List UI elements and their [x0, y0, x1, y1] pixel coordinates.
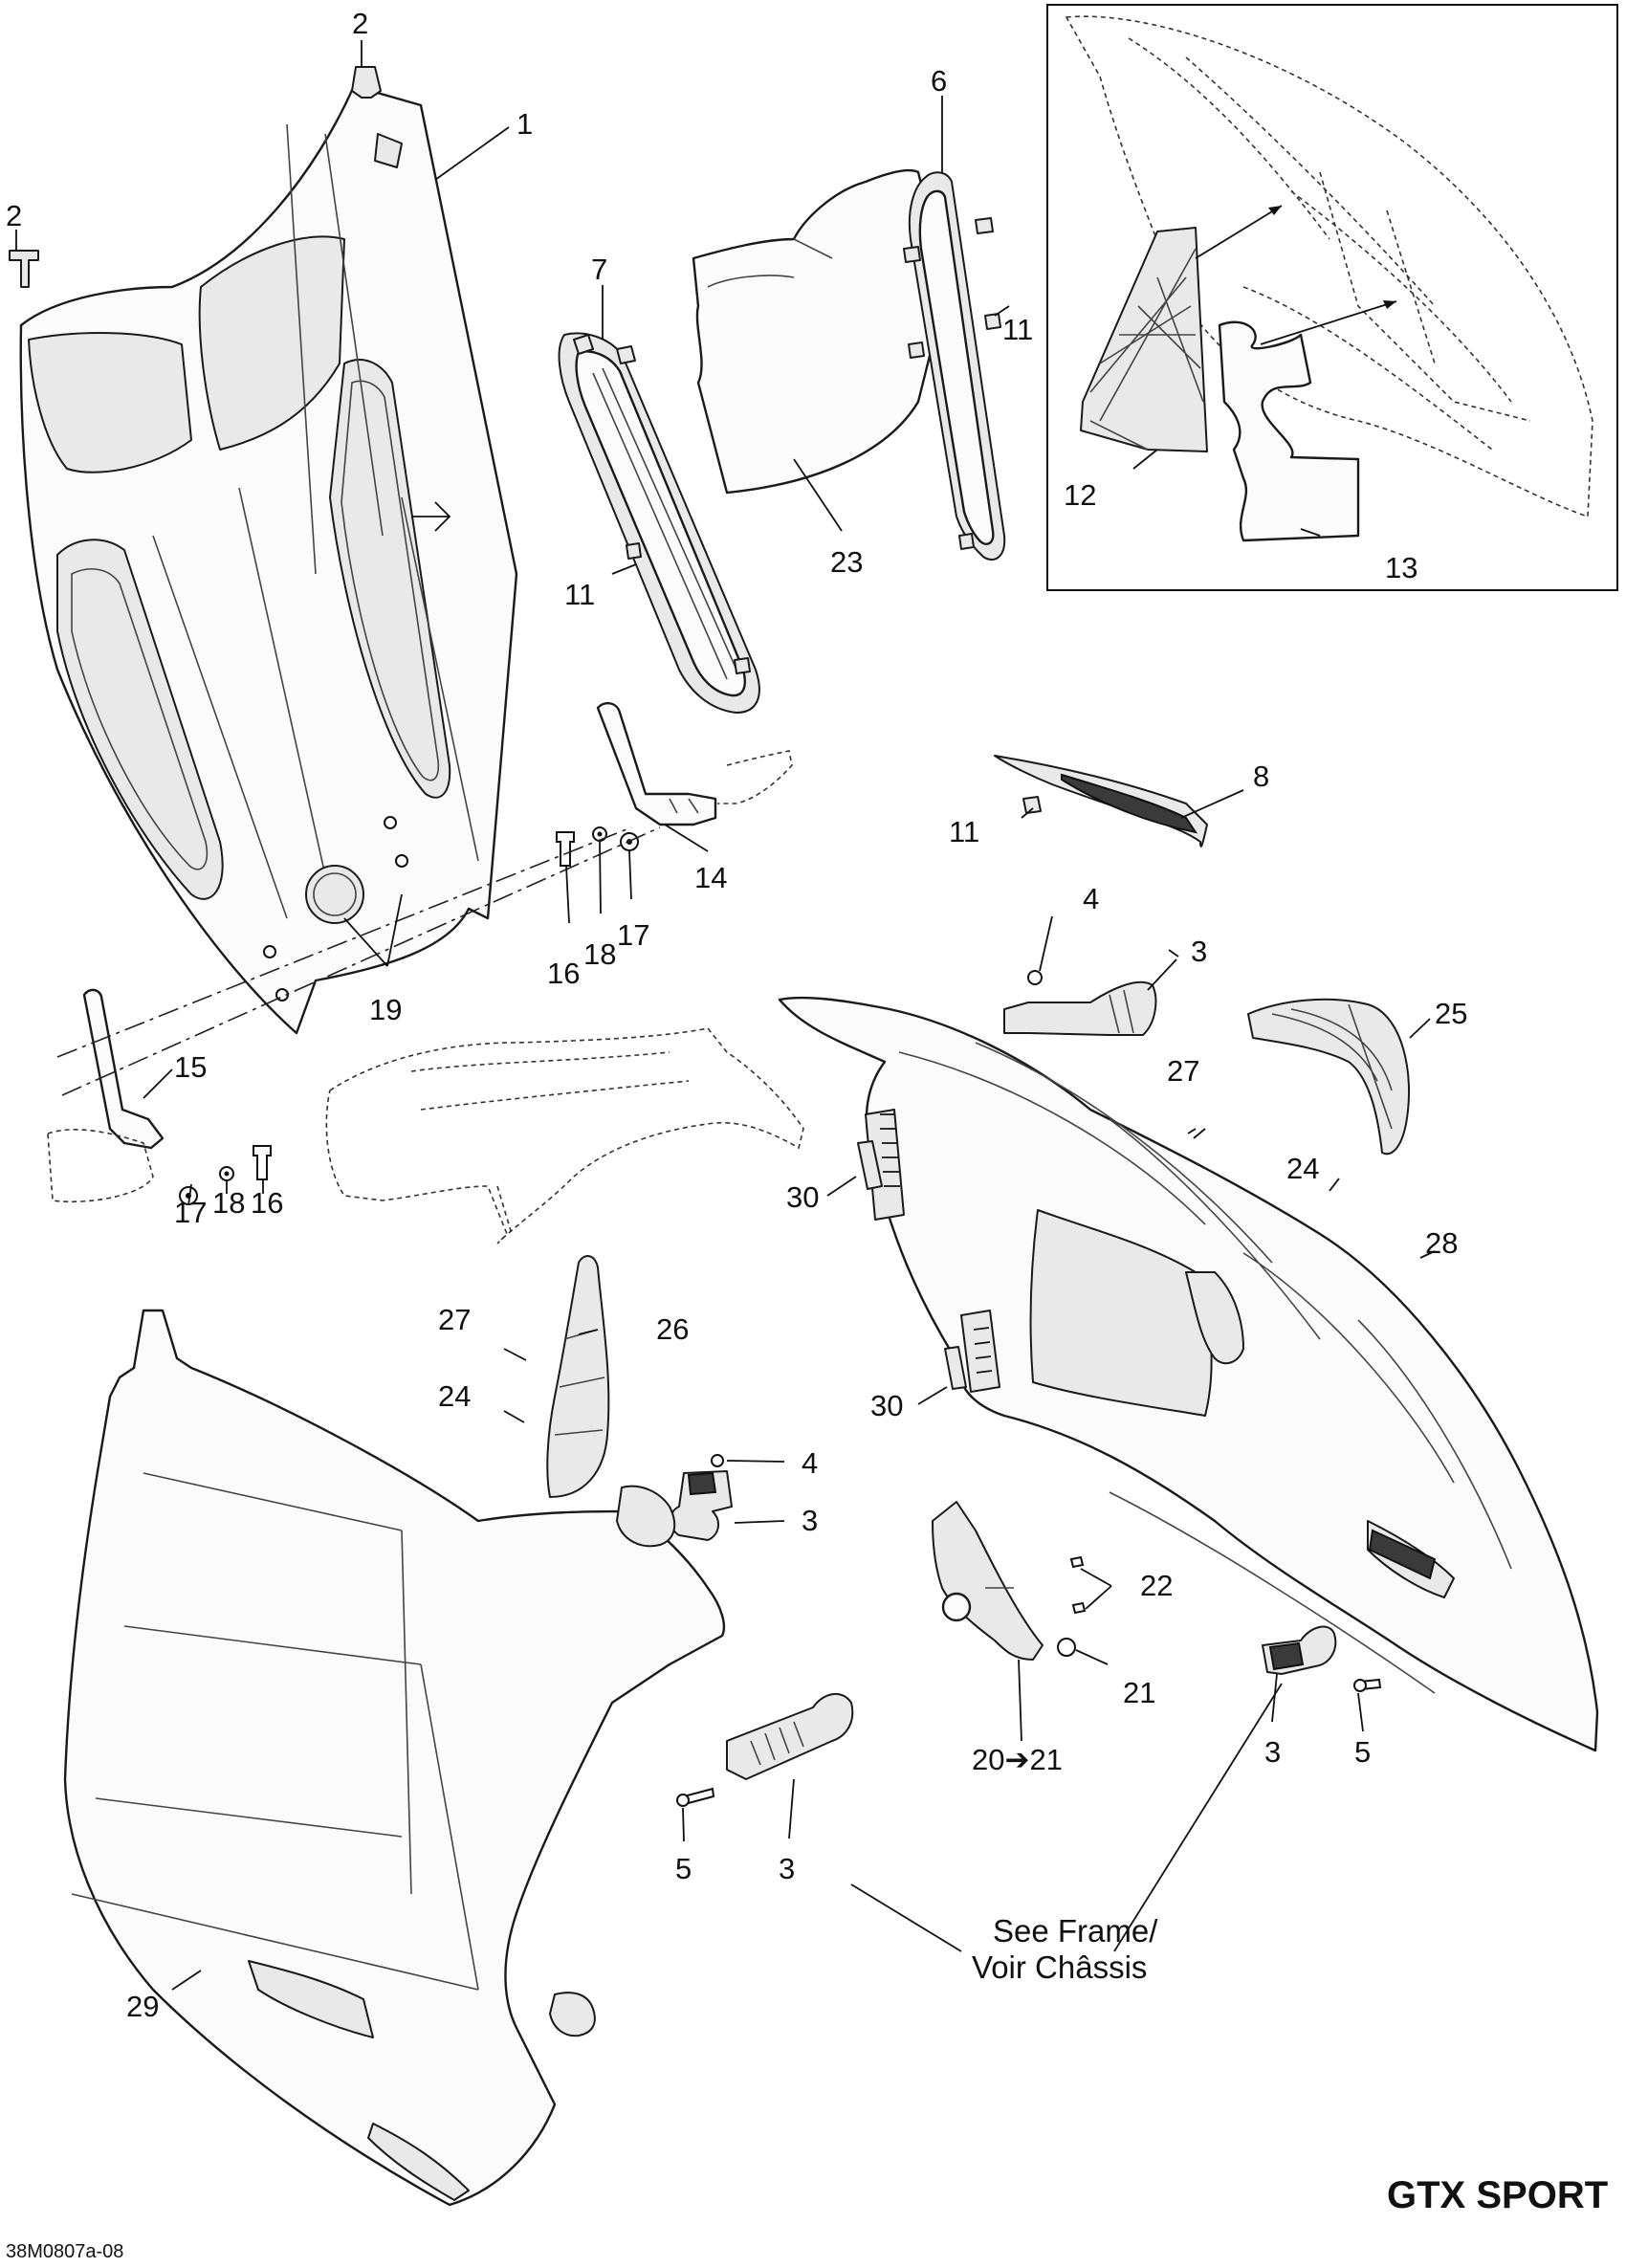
grille-part-6 — [903, 171, 1006, 561]
fasteners-part-21-22 — [1057, 1555, 1087, 1657]
lower-side-panel-part-29 — [63, 1309, 726, 2207]
hardware-lower — [179, 1145, 272, 1205]
callout-5-right: 5 — [1354, 1735, 1371, 1769]
push-rivet-part-2 — [9, 66, 382, 288]
callout-20-to-21: 20➔21 — [972, 1743, 1063, 1776]
callout-4-lower: 4 — [802, 1446, 818, 1480]
handle-part-3-right — [1262, 1625, 1382, 1692]
panel-trim-part-8 — [994, 755, 1208, 848]
callout-3-middle: 3 — [802, 1504, 818, 1537]
callout-8: 8 — [1253, 760, 1269, 793]
callout-11-lower: 11 — [949, 815, 979, 848]
callout-5-lower: 5 — [675, 1852, 692, 1885]
bracket-part-15 — [47, 988, 165, 1203]
callout-1: 1 — [516, 107, 533, 141]
bracket-part-14 — [596, 701, 793, 826]
callout-19: 19 — [369, 993, 402, 1026]
frame-reference-dashed — [325, 1027, 804, 1244]
callout-29: 29 — [126, 1990, 159, 2023]
cover-part-25 — [1247, 998, 1410, 1156]
callout-labels: 1 2 2 6 7 11 11 11 23 12 13 8 14 16 18 1… — [6, 7, 1467, 2023]
callout-27-right: 27 — [1167, 1054, 1199, 1088]
callout-12: 12 — [1064, 478, 1096, 512]
callout-18-upper: 18 — [583, 937, 616, 971]
callout-30-upper: 30 — [786, 1180, 819, 1214]
panel-part-23 — [692, 168, 949, 495]
handle-part-3-upper — [1003, 980, 1157, 1036]
handle-part-3-middle — [670, 1470, 733, 1541]
model-name: GTX SPORT — [1387, 2174, 1608, 2216]
cover-part-26 — [546, 1255, 610, 1498]
callout-7: 7 — [591, 253, 607, 286]
callout-13: 13 — [1385, 551, 1417, 584]
callout-16-lower: 16 — [251, 1186, 283, 1220]
inset-detail-box — [1046, 4, 1618, 591]
callout-11-left: 11 — [564, 578, 595, 611]
callout-16-upper: 16 — [547, 957, 580, 990]
grille-part-7 — [558, 332, 760, 714]
callout-3-upper: 3 — [1191, 935, 1207, 968]
callout-3-lower: 3 — [779, 1852, 795, 1885]
bracket-part-20 — [932, 1501, 1044, 1661]
callout-2-left: 2 — [6, 199, 22, 232]
side-panel-part-28 — [778, 996, 1599, 1752]
callout-24-left: 24 — [438, 1379, 471, 1413]
document-id: 38M0807a-08 — [6, 2241, 123, 2262]
callout-22: 22 — [1140, 1569, 1173, 1602]
callout-25: 25 — [1435, 997, 1467, 1030]
see-frame-reference-line-1: See Frame/ — [993, 1913, 1158, 1949]
callout-28: 28 — [1425, 1226, 1458, 1260]
callout-17-upper: 17 — [617, 918, 649, 952]
alignment-centerlines — [56, 826, 661, 1096]
callout-24-right: 24 — [1286, 1152, 1319, 1185]
callout-6: 6 — [931, 64, 947, 98]
callout-18-lower: 18 — [212, 1186, 245, 1220]
callout-26: 26 — [656, 1312, 689, 1346]
callout-27-left: 27 — [438, 1303, 471, 1336]
washer-part-4-lower — [711, 1454, 724, 1467]
see-frame-reference-line-2: Voir Châssis — [972, 1949, 1147, 1985]
callout-4-upper: 4 — [1083, 882, 1099, 915]
handle-part-3-lower — [676, 1693, 854, 1807]
tab-part-30 — [857, 1140, 967, 1390]
callout-11-right: 11 — [1002, 313, 1033, 346]
callout-2-top: 2 — [352, 7, 368, 40]
callout-21: 21 — [1123, 1676, 1155, 1709]
callout-14: 14 — [694, 861, 727, 894]
callout-23: 23 — [830, 545, 863, 579]
leader-lines — [15, 40, 1436, 1991]
callout-30-lower: 30 — [870, 1389, 903, 1422]
callout-3-right: 3 — [1264, 1735, 1281, 1769]
callout-17-lower: 17 — [174, 1196, 207, 1229]
hardware-upper — [556, 826, 639, 867]
upper-side-panel-part-1 — [19, 84, 518, 1035]
washer-part-4-upper — [1027, 970, 1043, 985]
callout-15: 15 — [174, 1050, 207, 1084]
